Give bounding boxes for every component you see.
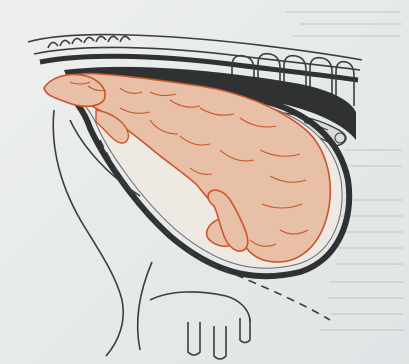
- udder: [150, 292, 250, 359]
